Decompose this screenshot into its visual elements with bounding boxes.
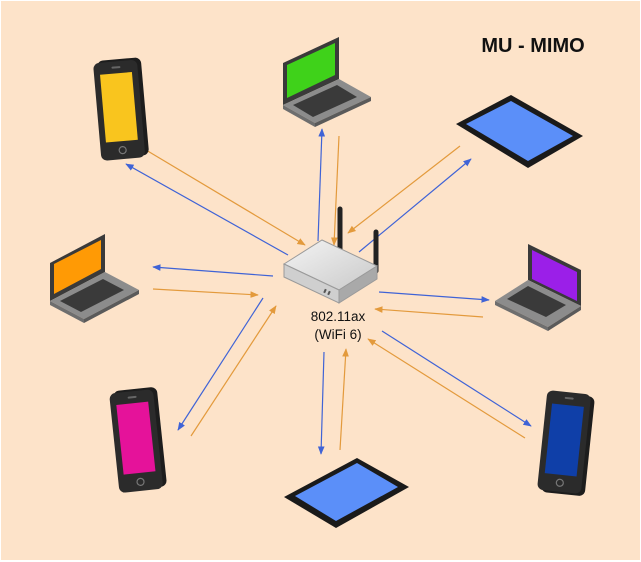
downlink-arrow-laptop-top (317, 128, 326, 242)
smartphone-icon (93, 57, 149, 161)
router-label: 802.11ax (WiFi 6) (283, 308, 393, 344)
router-label-name: (WiFi 6) (314, 327, 362, 342)
uplink-arrow-phone-bottom-right (367, 338, 526, 439)
uplink-arrow-phone-bottom-left (190, 305, 277, 437)
smartphone-icon (537, 390, 595, 496)
laptop-icon (283, 37, 371, 127)
uplink-arrow-laptop-top (330, 135, 340, 246)
smartphone-icon (109, 387, 167, 493)
uplink-arrow-tablet-bottom (339, 348, 349, 451)
downlink-arrow-phone-bottom-right (381, 330, 532, 427)
diagram-title: MU - MIMO (481, 35, 585, 57)
downlink-arrow-laptop-left (152, 264, 274, 277)
laptop-icon (50, 234, 139, 323)
uplink-arrow-phone-top-left (145, 149, 306, 246)
tablet-icon (456, 95, 583, 168)
router-icon (282, 206, 379, 304)
router-label-standard: 802.11ax (310, 309, 366, 324)
uplink-arrow-tablet-top-right (347, 145, 461, 234)
uplink-arrow-laptop-right (374, 306, 484, 318)
downlink-arrow-phone-top-left (125, 163, 289, 256)
downlink-arrow-phone-bottom-left (177, 297, 264, 431)
laptop-icon (495, 244, 581, 331)
uplink-arrow-laptop-left (152, 288, 259, 298)
tablet-icon (284, 458, 409, 528)
downlink-arrow-tablet-bottom (317, 351, 325, 455)
downlink-arrow-laptop-right (378, 291, 490, 303)
